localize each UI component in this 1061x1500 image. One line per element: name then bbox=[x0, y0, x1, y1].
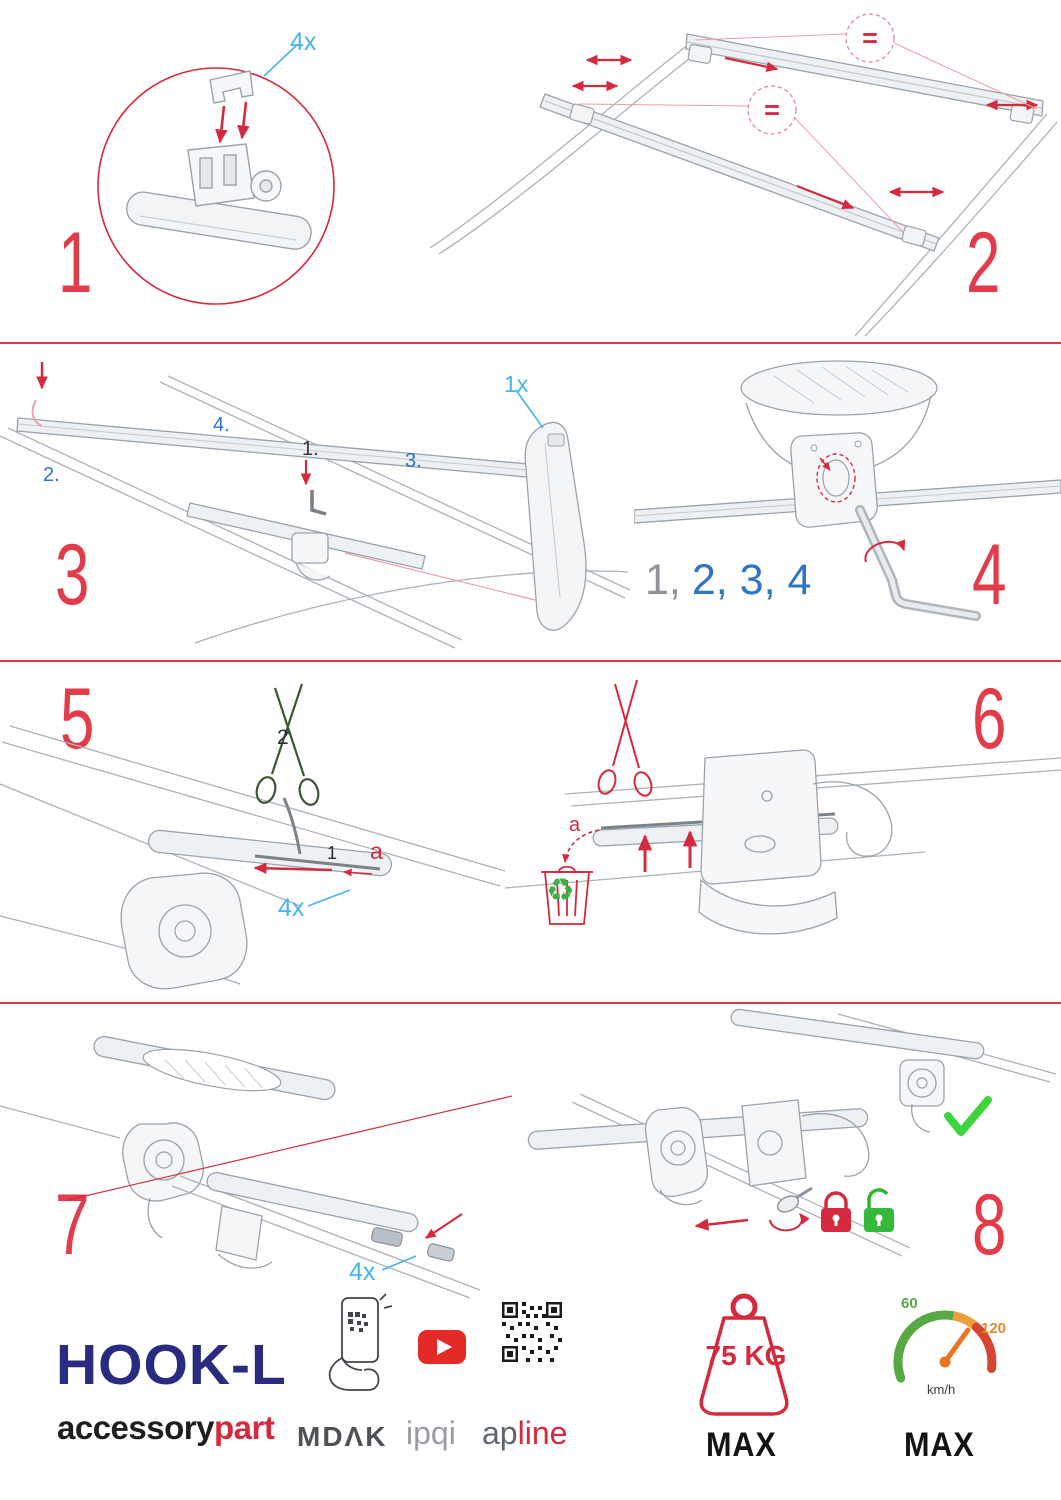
logo-ipqi: ipqi bbox=[406, 1415, 456, 1451]
step7-quantity-label: 4x bbox=[349, 1258, 376, 1286]
logo-mdak: MDΛK bbox=[297, 1421, 388, 1452]
step3-substep-1: 1. bbox=[302, 438, 319, 460]
youtube-icon bbox=[418, 1330, 466, 1364]
max-load-weight-icon bbox=[699, 1293, 789, 1416]
step8-number: 8 bbox=[972, 1177, 1006, 1273]
step8-lock-drawing bbox=[527, 1008, 1057, 1257]
gauge-min-label: 60 bbox=[901, 1295, 918, 1312]
equal-overhang-label: = bbox=[764, 95, 780, 125]
step5-quantity-label: 4x bbox=[278, 894, 305, 922]
product-name: HOOK-L bbox=[56, 1333, 287, 1397]
step6-discard-drawing bbox=[505, 679, 1061, 935]
speed-gauge-icon bbox=[893, 1310, 997, 1383]
step5-cut-strip-drawing bbox=[0, 683, 506, 990]
logo-apline: apline bbox=[482, 1415, 567, 1452]
sequence-done: 1, bbox=[645, 556, 681, 604]
step5-dimension-a: a bbox=[370, 838, 383, 864]
recycle-icon: ♻ bbox=[546, 872, 575, 908]
step4-number: 4 bbox=[972, 527, 1006, 623]
step4-tighten-drawing bbox=[634, 360, 1061, 621]
step5-part2-label: 2 bbox=[277, 726, 289, 749]
gauge-max-label: 120 bbox=[981, 1320, 1007, 1337]
step2-overview-drawing bbox=[429, 13, 1058, 336]
max-speed-label: MAX bbox=[904, 1426, 975, 1464]
equal-overhang-label: = bbox=[862, 23, 878, 53]
logo-apline-gray: ap bbox=[482, 1415, 518, 1451]
gauge-unit-label: km/h bbox=[927, 1382, 956, 1397]
step1-quantity-label: 4x bbox=[290, 28, 317, 56]
step3-substep-3: 3. bbox=[405, 450, 422, 472]
step5-part1-label: 1 bbox=[327, 843, 338, 863]
max-load-value: 75 KG bbox=[705, 1340, 787, 1371]
brand-logo-black: accessory bbox=[57, 1409, 214, 1446]
max-load-label: MAX bbox=[706, 1426, 777, 1464]
scan-qr-phone-icon bbox=[328, 1293, 393, 1391]
qr-code bbox=[502, 1302, 562, 1362]
step3-substep-4: 4. bbox=[213, 414, 230, 436]
step1-number: 1 bbox=[58, 215, 92, 311]
section-divider bbox=[0, 660, 1061, 662]
step3-substep-2: 2. bbox=[43, 464, 60, 486]
sequence-remaining: 2, 3, 4 bbox=[691, 556, 812, 604]
step2-number: 2 bbox=[966, 215, 1000, 311]
brand-logo-red: part bbox=[213, 1409, 275, 1446]
step1-detail-drawing bbox=[97, 43, 335, 305]
step7-endcap-drawing bbox=[0, 1035, 513, 1299]
step6-number: 6 bbox=[972, 671, 1006, 767]
step3-assembly-drawing bbox=[0, 362, 630, 649]
brand-logo: accessorypart bbox=[57, 1409, 275, 1447]
logo-apline-red: line bbox=[517, 1415, 568, 1451]
section-divider bbox=[0, 1002, 1061, 1004]
step3-number: 3 bbox=[55, 527, 89, 623]
section-divider bbox=[0, 342, 1061, 344]
step3-quantity-label: 1x bbox=[504, 371, 529, 397]
step5-number: 5 bbox=[60, 671, 94, 767]
step4-sequence: 1,2, 3, 4 bbox=[645, 556, 811, 605]
step6-dimension-a: a bbox=[569, 814, 581, 836]
